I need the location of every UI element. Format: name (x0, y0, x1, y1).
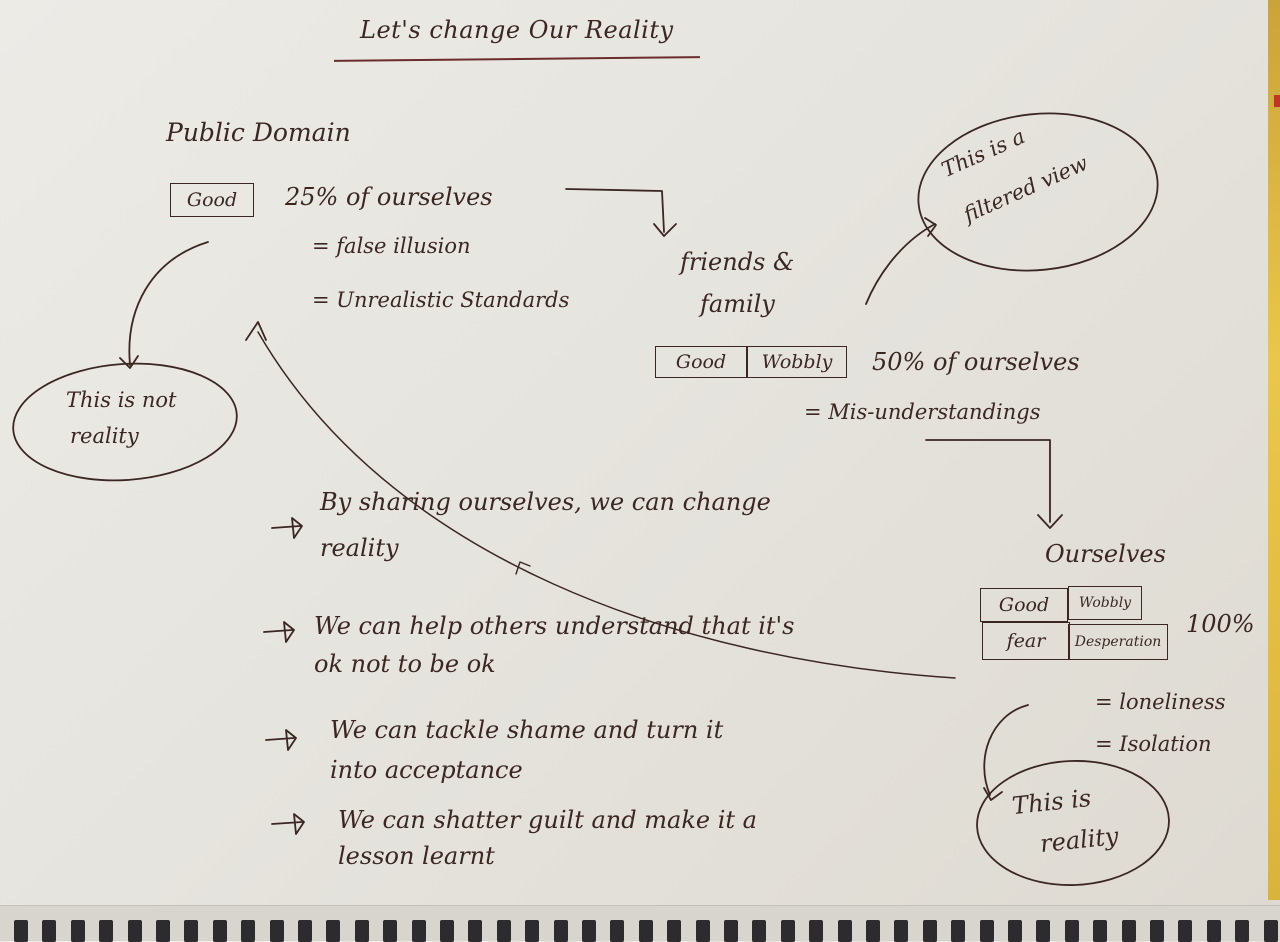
binder-ring (1064, 920, 1079, 942)
friends-family-item-1: = Mis-understandings (804, 400, 1041, 424)
connector-arrowhead-3 (983, 787, 1003, 801)
reality-bubble-line-1: This is (1010, 783, 1093, 821)
bullet-4-line-1: We can shatter guilt and make it a (338, 806, 757, 834)
friends-family-good-box: Good (655, 346, 747, 378)
connector-arrowhead-2 (924, 217, 937, 237)
bullet-arrow-3 (265, 729, 297, 751)
bullet-1-line-1: By sharing ourselves, we can change (320, 488, 771, 516)
binder-ring (383, 920, 398, 942)
binder-ring (298, 920, 312, 942)
curve-tick-mark (515, 561, 531, 575)
ourselves-heading: Ourselves (1045, 540, 1166, 568)
binder-ring (1008, 920, 1022, 942)
public-to-friends-arrow (565, 188, 665, 233)
public-domain-item-1: = false illusion (312, 234, 471, 258)
binder-ring (468, 920, 483, 942)
binder-ring (1206, 920, 1221, 942)
notebook-edge-tab (1274, 95, 1280, 107)
binder-ring (979, 920, 994, 942)
bullet-3-line-2: into acceptance (330, 756, 523, 784)
binder-ring (14, 920, 28, 942)
friends-family-heading-1: friends & (680, 248, 795, 276)
notebook-edge (1268, 0, 1280, 900)
binder-ring (695, 920, 710, 942)
friends-family-wobbly-box: Wobbly (747, 346, 847, 378)
binder-ring (1150, 920, 1164, 942)
filtered-bubble-line-1: This is a (938, 124, 1029, 182)
public-domain-good-box: Good (170, 183, 254, 217)
ourselves-item-2: = Isolation (1095, 732, 1212, 756)
public-domain-percent: 25% of ourselves (285, 183, 493, 211)
binder-ring (42, 920, 57, 942)
binder-ring (724, 920, 738, 942)
ourselves-item-1: = loneliness (1095, 690, 1226, 714)
arrowhead-to-ourselves (1037, 514, 1063, 529)
friends-family-percent: 50% of ourselves (872, 348, 1080, 376)
binder-ring (837, 920, 852, 942)
bullet-1-line-2: reality (320, 534, 399, 562)
friends-family-heading-2: family (700, 290, 775, 318)
friends-to-filtered-connector (865, 223, 936, 305)
binder-ring (184, 920, 199, 942)
curve-arrowhead (245, 321, 267, 341)
binder-ring (411, 920, 426, 942)
bullet-3-line-1: We can tackle shame and turn it (330, 716, 724, 744)
binder-ring (1121, 920, 1136, 942)
binder-ring (553, 920, 568, 942)
binder-ring (440, 920, 454, 942)
arrowhead-to-friends (653, 223, 677, 237)
binder-ring (156, 920, 170, 942)
reality-bubble (976, 760, 1170, 886)
not-reality-bubble-line-2: reality (70, 424, 139, 448)
good-to-not-reality-connector (128, 241, 209, 366)
binder-ring (638, 920, 653, 942)
bullet-2-line-2: ok not to be ok (314, 650, 496, 678)
binder-ring (667, 920, 682, 942)
binder-ring (212, 920, 227, 942)
ourselves-good-cell: Good (980, 588, 1068, 622)
binder-ring (241, 920, 256, 942)
binder-ring (99, 920, 114, 942)
binder-ring (496, 920, 511, 942)
friends-to-ourselves-arrow (925, 439, 1051, 523)
ourselves-desperation-cell: Desperation (1068, 624, 1168, 660)
not-reality-bubble-line-1: This is not (66, 388, 177, 412)
ourselves-percent: 100% (1186, 610, 1255, 638)
binder-ring (354, 920, 369, 942)
ourselves-wobbly-cell: Wobbly (1068, 586, 1142, 620)
ourselves-fear-cell: fear (982, 622, 1070, 660)
reality-bubble-line-2: reality (1038, 821, 1120, 859)
bullet-arrow-1 (271, 517, 303, 539)
binder-ring (269, 920, 284, 942)
binder-ring (525, 920, 540, 942)
public-domain-heading: Public Domain (166, 118, 351, 147)
binder-ring (326, 920, 341, 942)
binder-ring (922, 920, 937, 942)
bullet-arrow-4 (271, 813, 305, 835)
binder-ring (127, 920, 142, 942)
binder-ring (1036, 920, 1051, 942)
page-title: Let's change Our Reality (360, 16, 674, 44)
bullet-arrow-2 (263, 621, 295, 643)
connector-arrowhead-1 (119, 355, 139, 369)
binder-ring (1093, 920, 1108, 942)
binder-ring (809, 920, 824, 942)
binder-ring (1178, 920, 1193, 942)
binder-ring (866, 920, 880, 942)
bullet-2-line-1: We can help others understand that it's (314, 612, 795, 640)
binder-ring (610, 920, 625, 942)
binder-ring (582, 920, 596, 942)
isolation-to-reality-connector (983, 704, 1029, 796)
binder-ring (752, 920, 767, 942)
public-domain-item-2: = Unrealistic Standards (312, 288, 570, 312)
binder-ring (1263, 920, 1278, 942)
binder-ring (951, 920, 966, 942)
binder-ring (894, 920, 909, 942)
bullet-4-line-2: lesson learnt (338, 842, 495, 870)
title-underline (333, 56, 701, 62)
not-reality-bubble (12, 362, 238, 482)
binder-ring (70, 920, 85, 942)
binder-ring (1235, 920, 1250, 942)
binder-ring (780, 920, 795, 942)
